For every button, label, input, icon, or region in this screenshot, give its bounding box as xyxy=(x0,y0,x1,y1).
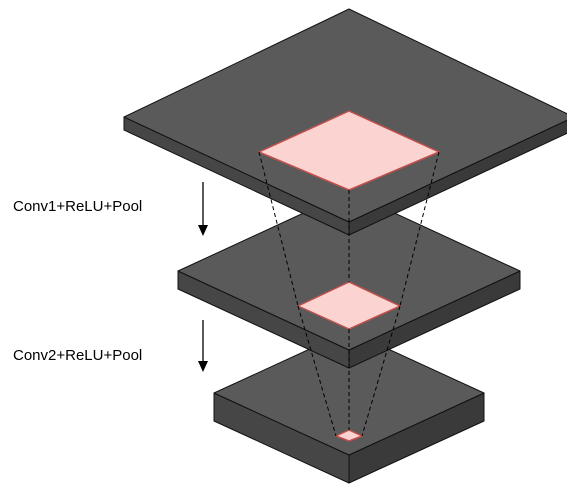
step-1-label: Conv1+ReLU+Pool xyxy=(13,198,142,215)
layer-3-receptive-field xyxy=(335,429,363,442)
projection-line-right-lower xyxy=(361,305,401,437)
step-2-label: Conv2+ReLU+Pool xyxy=(13,347,142,364)
projection-line-left-upper xyxy=(258,151,299,307)
step-2-arrow xyxy=(198,320,208,372)
projection-line-left-lower xyxy=(297,305,337,437)
projection-lines xyxy=(258,151,440,437)
projection-line-right-upper xyxy=(399,151,440,307)
step-1-arrow xyxy=(198,182,208,236)
